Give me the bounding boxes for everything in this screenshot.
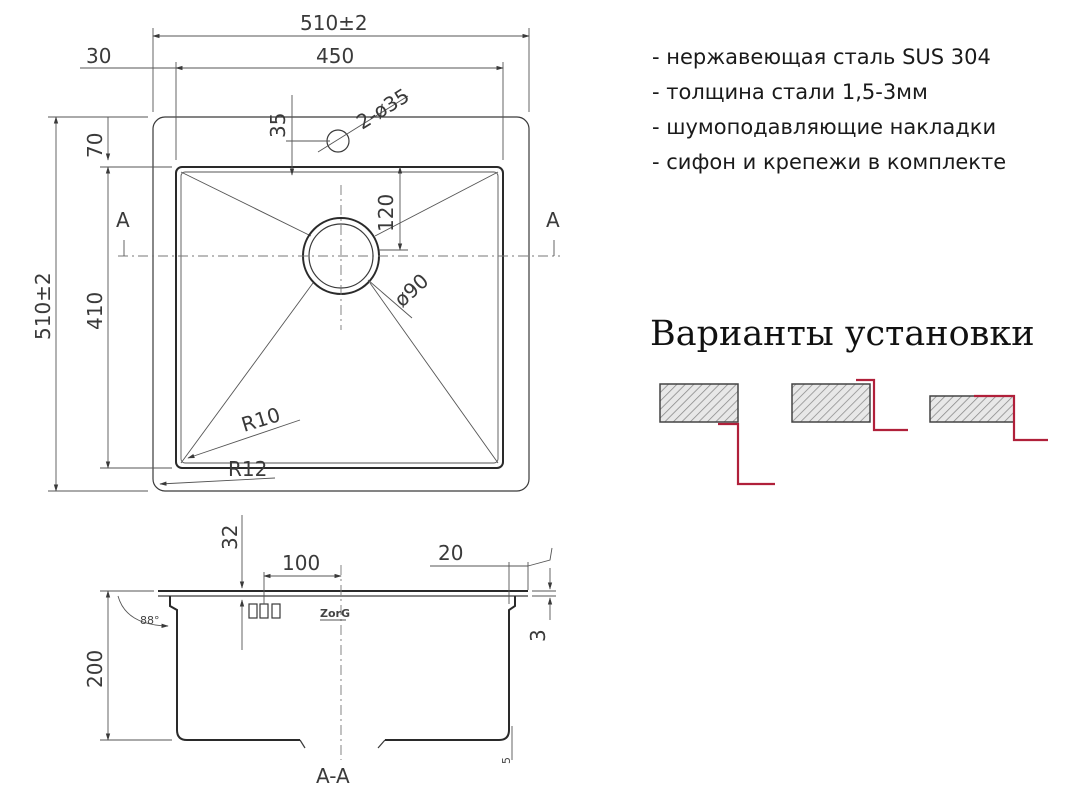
dim-depth: 200 <box>83 650 107 688</box>
dim-overall-width: 510±2 <box>300 11 368 35</box>
feature-item: - сифон и крепежи в комплекте <box>652 150 1007 174</box>
variant-topmount <box>929 394 1048 442</box>
section-mark-left: A <box>116 208 130 232</box>
section-mark-right: A <box>546 208 560 232</box>
variant-flush <box>791 378 908 432</box>
tap-hole-1 <box>248 603 258 619</box>
feature-list: - нержавеющая сталь SUS 304 - толщина ст… <box>652 40 1006 180</box>
inner-bowl <box>175 166 504 469</box>
installation-variants <box>659 378 1048 486</box>
dim-flange-thickness: 3 <box>526 629 550 642</box>
tap-hole-2 <box>259 603 269 619</box>
inner-bowl-rim <box>180 171 499 464</box>
tap-hole <box>326 129 350 153</box>
brand-logo: ZorG <box>320 607 350 620</box>
dim-outer-radius: R12 <box>228 457 267 481</box>
dim-flange: 20 <box>438 541 463 565</box>
dim-tap-spacing: 100 <box>282 551 320 575</box>
section-label: A-A <box>316 764 350 788</box>
dim-angle: 88° <box>140 614 160 627</box>
dim-inner-height: 410 <box>83 292 107 330</box>
feature-item: - шумоподавляющие накладки <box>652 115 997 139</box>
dim-tap-offset: 32 <box>218 525 242 550</box>
dim-inner-width: 450 <box>316 44 354 68</box>
dim-drain-diameter: ø90 <box>389 269 433 312</box>
top-view: A A 510±2 450 30 510±2 410 70 35 <box>31 11 560 492</box>
feature-item: - нержавеющая сталь SUS 304 <box>652 45 991 69</box>
feature-item: - толщина стали 1,5-3мм <box>652 80 928 104</box>
outer-outline <box>152 116 530 492</box>
dim-drain-offset: 120 <box>374 194 398 232</box>
dim-bottom: 5 <box>500 757 513 764</box>
section-view: ZorG 200 88° 32 100 20 3 5 A-A <box>83 515 556 788</box>
dim-offset-top: 70 <box>83 133 107 158</box>
dim-hole-offset: 35 <box>266 113 290 138</box>
dim-inner-radius: R10 <box>238 402 283 436</box>
dim-holes: 2-ø35 <box>352 83 414 134</box>
tap-hole-3 <box>271 603 281 619</box>
variants-title: Варианты установки <box>650 314 1035 354</box>
dim-overall-height: 510±2 <box>31 272 55 340</box>
variant-undermount <box>659 383 775 486</box>
dim-offset-left: 30 <box>86 44 111 68</box>
